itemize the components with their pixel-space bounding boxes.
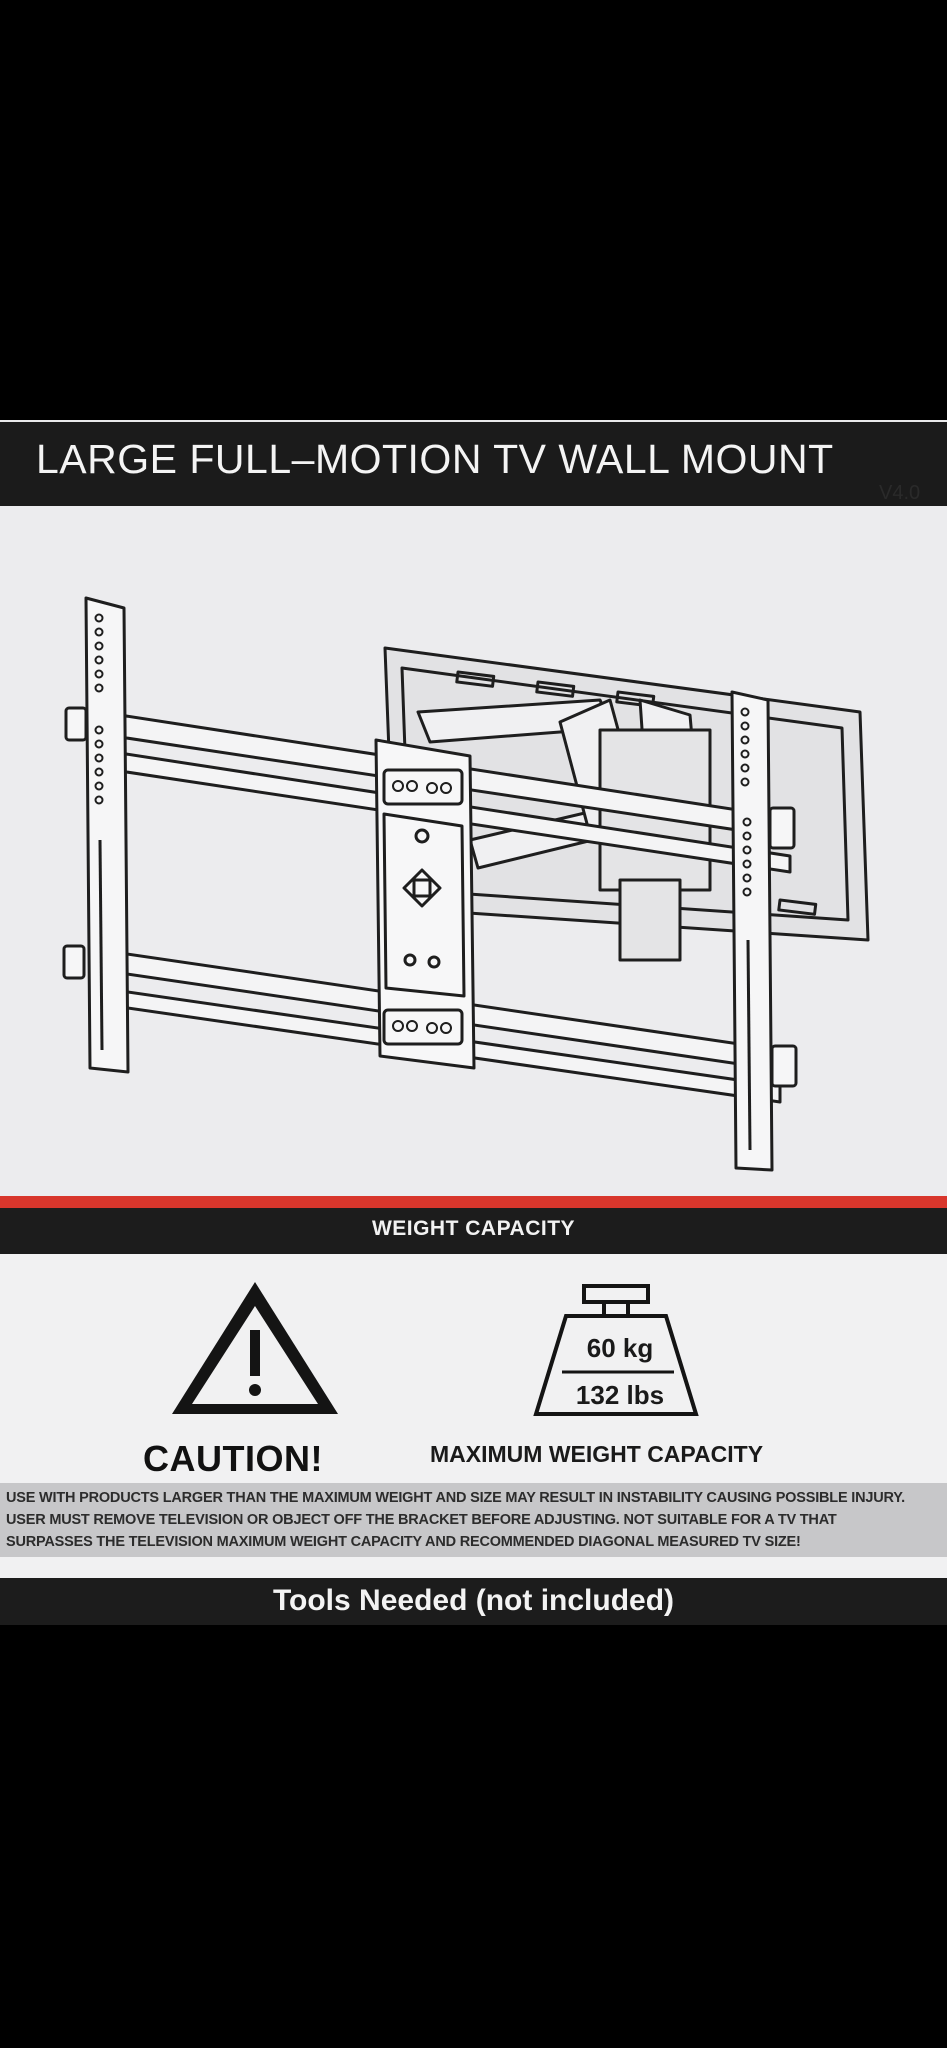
left-bracket-holes — [94, 613, 104, 805]
caution-label: CAUTION! — [143, 1438, 323, 1479]
warning-box — [0, 1483, 947, 1557]
weight-capacity-band — [0, 1208, 947, 1254]
warning-line-1: USE WITH PRODUCTS LARGER THAN THE MAXIMU… — [6, 1490, 905, 1506]
plate-slot-holes — [392, 780, 452, 1034]
tools-needed-heading: Tools Needed (not included) — [272, 1584, 675, 1617]
version-label: V4.0 — [879, 482, 921, 504]
weight-capacity-heading: WEIGHT CAPACITY — [371, 1217, 576, 1240]
warning-triangle-icon — [172, 1282, 338, 1414]
tools-band — [0, 1578, 947, 1625]
right-vertical-bracket — [730, 690, 798, 1172]
brand-logo-icon — [402, 868, 442, 908]
warning-line-2: USER MUST REMOVE TELEVISION OR OBJECT OF… — [6, 1512, 837, 1528]
title-band — [0, 422, 947, 506]
section-divider-red — [0, 1196, 947, 1208]
max-weight-label: MAXIMUM WEIGHT CAPACITY — [430, 1441, 764, 1467]
page-title: LARGE FULL–MOTION TV WALL MOUNT — [36, 436, 834, 482]
max-weight-lbs: 132 lbs — [575, 1380, 665, 1410]
max-weight-kg: 60 kg — [586, 1333, 654, 1363]
warning-line-3: SURPASSES THE TELEVISION MAXIMUM WEIGHT … — [6, 1534, 801, 1550]
weight-icon — [533, 1284, 699, 1416]
right-bracket-holes — [740, 707, 752, 897]
left-vertical-bracket — [62, 596, 130, 1074]
